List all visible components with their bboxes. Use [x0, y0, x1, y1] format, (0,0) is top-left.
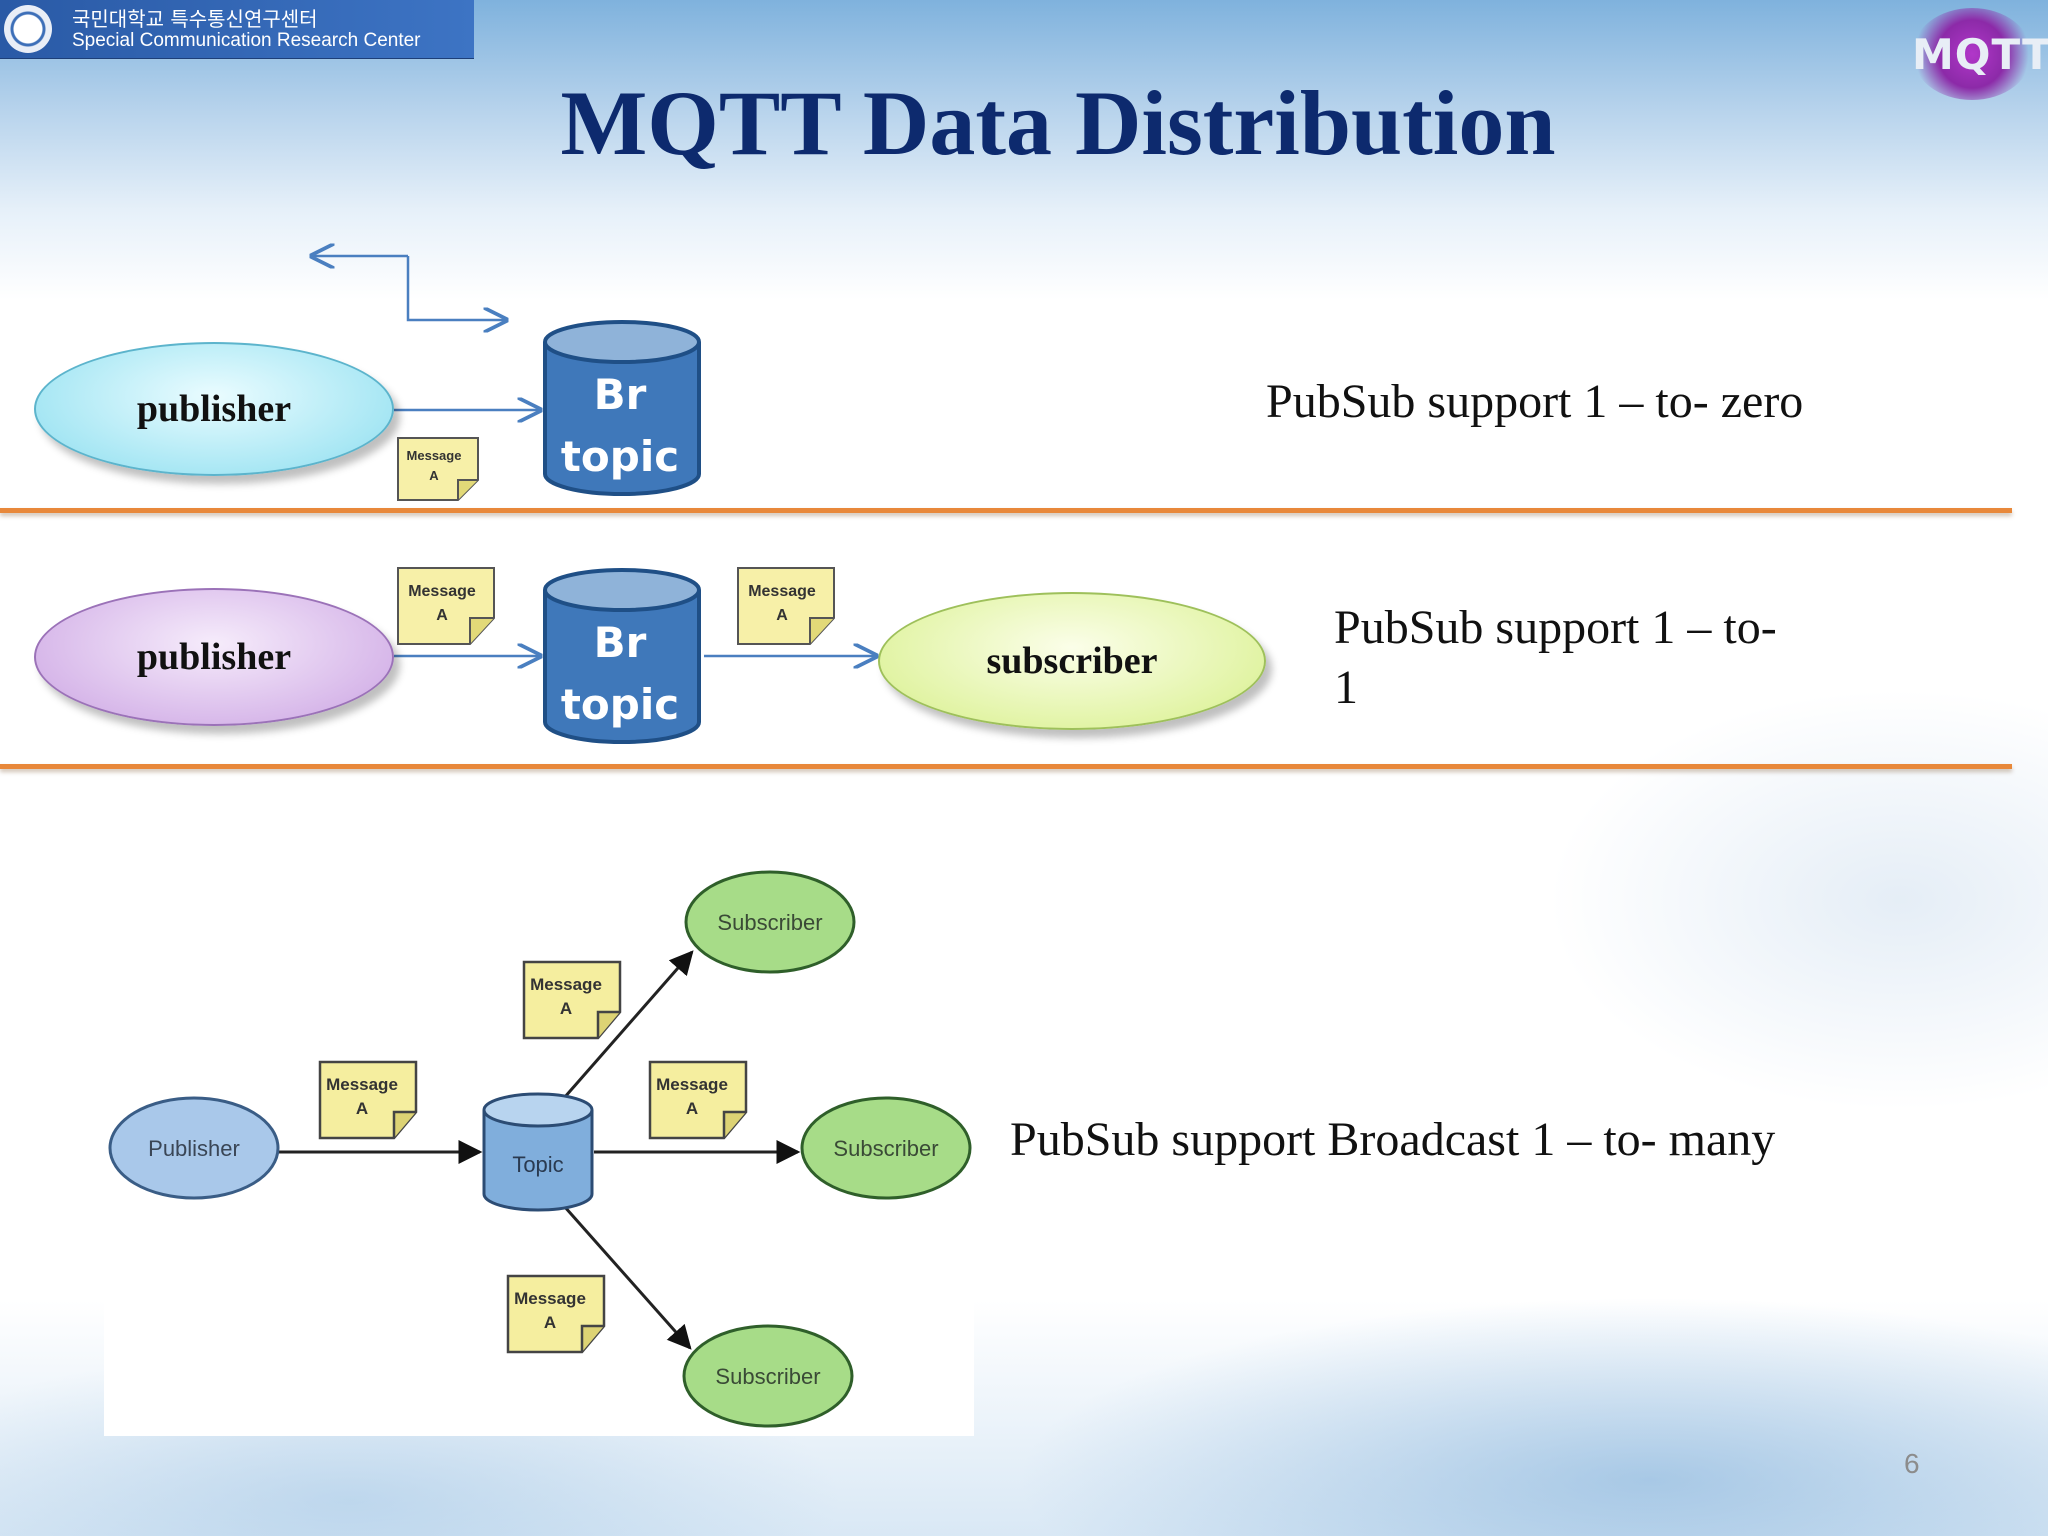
- note-letter: A: [776, 607, 788, 624]
- note-text: Message: [748, 583, 816, 600]
- bent-arrow: [406, 256, 506, 320]
- note-text: Message: [656, 1075, 728, 1094]
- org-name-korean: 국민대학교 특수통신연구센터: [72, 7, 318, 31]
- publisher-node: publisher: [34, 342, 394, 476]
- message-note-icon: Message A: [522, 960, 622, 1040]
- topic-label: topic: [560, 432, 680, 481]
- broadcast-diagram: Publisher Topic Subscriber Subscriber Su…: [104, 866, 974, 1436]
- broadcast-topic-node: Topic: [482, 1092, 594, 1212]
- divider-rule: [0, 764, 2012, 769]
- row1-caption: PubSub support 1 – to- zero: [1266, 375, 1804, 428]
- note-text: Message: [326, 1075, 398, 1094]
- broadcast-subscriber-node: [800, 1096, 972, 1200]
- note-letter: A: [686, 1099, 698, 1118]
- message-note-icon: Message A: [506, 1274, 606, 1354]
- publisher-label: publisher: [136, 388, 292, 430]
- row2-caption-line2: 1: [1334, 661, 1358, 714]
- note-text: Message: [407, 448, 462, 463]
- note-text: Message: [408, 583, 476, 600]
- broadcast-caption: PubSub support Broadcast 1 – to- many: [1010, 1113, 1776, 1166]
- org-banner: 국민대학교 특수통신연구센터 Special Communication Res…: [0, 0, 474, 59]
- topic-label: topic: [560, 680, 680, 729]
- message-note-icon: Message A: [648, 1060, 748, 1140]
- page-number: 6: [1904, 1448, 1920, 1479]
- broker-topic-node: Br topic: [542, 320, 702, 498]
- broadcast-subscriber-label: Subscriber: [715, 1364, 820, 1389]
- broadcast-subscriber-node: [682, 1324, 854, 1428]
- mqtt-logo: MQTT: [1912, 8, 2048, 100]
- mqtt-logo-text: MQTT: [1912, 30, 2048, 79]
- note-letter: A: [436, 607, 448, 624]
- broadcast-arrow-bottom: [562, 1205, 692, 1350]
- broker-topic-node: Br topic: [542, 568, 702, 746]
- org-name-english: Special Communication Research Center: [72, 30, 421, 51]
- broadcast-connectors: Publisher Topic Subscriber Subscriber Su…: [108, 870, 972, 1428]
- page-title: MQTT Data Distribution: [560, 72, 1556, 174]
- cylinder-icon: [543, 568, 701, 744]
- broker-label: Br: [593, 370, 647, 419]
- message-note-icon: Message A: [318, 1060, 418, 1140]
- subscriber-node: subscriber: [878, 592, 1266, 730]
- publisher-node: publisher: [34, 588, 394, 726]
- note-letter: A: [544, 1313, 556, 1332]
- message-note-icon: Message A: [397, 437, 479, 501]
- message-note-icon: Message A: [737, 567, 835, 645]
- cylinder-icon: [543, 320, 701, 496]
- message-note-icon: Message A: [397, 567, 495, 645]
- row2-caption: PubSub support 1 – to- 1: [1334, 598, 1777, 718]
- broadcast-publisher-node: [108, 1096, 280, 1200]
- divider-rule: [0, 508, 2012, 513]
- broadcast-publisher-label: Publisher: [148, 1136, 240, 1161]
- broadcast-arrow-top: [562, 950, 694, 1099]
- note-letter: A: [356, 1099, 368, 1118]
- subscriber-label: subscriber: [986, 640, 1158, 682]
- note-letter: A: [429, 468, 439, 483]
- note-text: Message: [514, 1289, 586, 1308]
- row2-caption-line1: PubSub support 1 – to-: [1334, 601, 1777, 654]
- broadcast-subscriber-node: [684, 870, 856, 974]
- publisher-label: publisher: [136, 636, 292, 678]
- note-letter: A: [560, 999, 572, 1018]
- broker-label: Br: [593, 618, 647, 667]
- note-text: Message: [530, 975, 602, 994]
- row-connectors: [0, 0, 2048, 800]
- broadcast-topic-label: Topic: [512, 1152, 563, 1177]
- university-logo-icon: [4, 5, 52, 53]
- broadcast-subscriber-label: Subscriber: [833, 1136, 938, 1161]
- broadcast-subscriber-label: Subscriber: [717, 910, 822, 935]
